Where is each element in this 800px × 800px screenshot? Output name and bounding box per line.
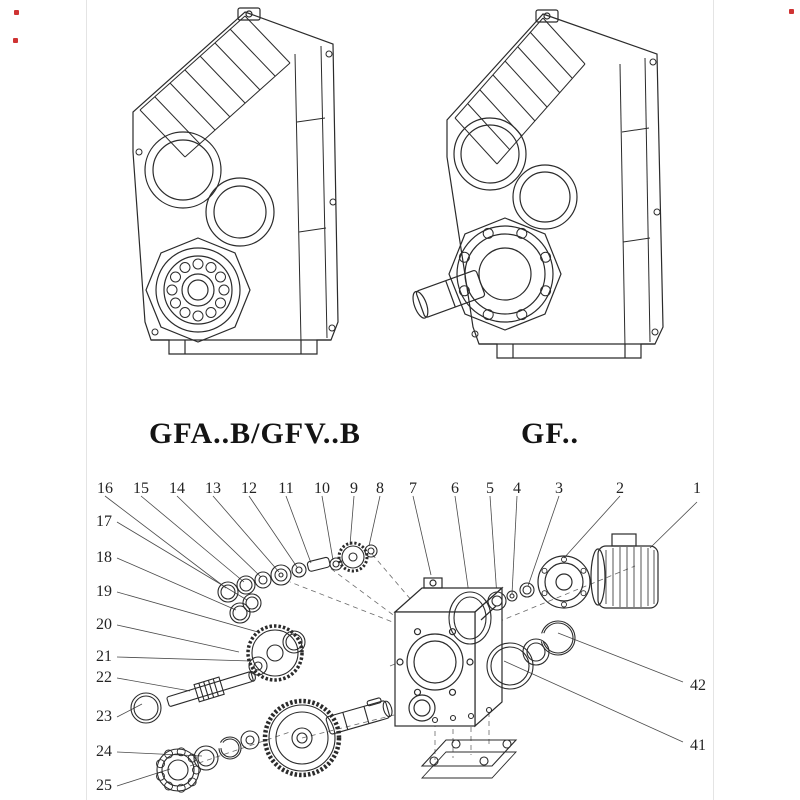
gearbox-housing — [393, 577, 504, 728]
model-label-gf: GF.. — [521, 417, 579, 450]
callout-24: 24 — [96, 743, 112, 760]
output-shaft — [412, 269, 486, 319]
photo-right-edge — [713, 0, 714, 800]
watermark-mark — [13, 38, 18, 43]
callout-42: 42 — [690, 677, 706, 694]
cover-plate — [420, 706, 518, 779]
gearbox-drawing-gf — [412, 9, 664, 359]
input-pinion-parts-row — [217, 541, 378, 624]
exploded-parts-drawing — [104, 495, 698, 793]
intermediate-gear-cluster — [246, 624, 306, 682]
side-panel-details — [135, 45, 337, 343]
output-gear — [262, 698, 342, 778]
output-shaft — [325, 697, 393, 735]
gearbox-body-outline — [132, 7, 339, 355]
callout-9: 9 — [350, 480, 358, 497]
callout-17: 17 — [96, 513, 112, 530]
gearbox-body-outline — [446, 9, 664, 359]
callout-2: 2 — [616, 480, 624, 497]
callout-23: 23 — [96, 708, 112, 725]
callout-16: 16 — [97, 480, 113, 497]
callout-5: 5 — [486, 480, 494, 497]
photo-left-edge — [86, 0, 87, 800]
callout-8: 8 — [376, 480, 384, 497]
callout-11: 11 — [278, 480, 294, 497]
pinion-shaft — [130, 670, 256, 724]
callout-13: 13 — [205, 480, 221, 497]
gasket-ring — [448, 591, 492, 645]
watermark-mark — [789, 9, 794, 14]
callout-41: 41 — [690, 737, 706, 754]
callout-leader-lines — [104, 495, 698, 787]
motor-assembly — [590, 533, 659, 609]
callout-3: 3 — [555, 480, 563, 497]
callout-7: 7 — [409, 480, 417, 497]
callout-4: 4 — [513, 480, 521, 497]
callout-10: 10 — [314, 480, 330, 497]
output-bearing-set — [156, 730, 260, 793]
ribbed-top-face — [139, 15, 291, 158]
callout-6: 6 — [451, 480, 459, 497]
callout-15: 15 — [133, 480, 149, 497]
callout-12: 12 — [241, 480, 257, 497]
ribbed-top-face — [454, 17, 586, 165]
side-panel-details — [471, 57, 661, 348]
callout-18: 18 — [96, 549, 112, 566]
input-flange-disc — [537, 555, 591, 609]
retaining-rings — [486, 620, 576, 690]
input-bore-covers — [144, 131, 275, 247]
watermark-mark — [14, 10, 19, 15]
model-label-gfab-gfv: GFA..B/GFV..B — [149, 417, 361, 450]
callout-25: 25 — [96, 777, 112, 794]
output-bearing-boss — [145, 237, 251, 343]
callout-1: 1 — [693, 480, 701, 497]
callout-19: 19 — [96, 583, 112, 600]
gearbox-drawing-gfab-gfv — [132, 7, 339, 355]
callout-22: 22 — [96, 669, 112, 686]
input-bore-covers — [453, 117, 578, 230]
input-shims — [487, 582, 535, 611]
callout-14: 14 — [169, 480, 185, 497]
callout-20: 20 — [96, 616, 112, 633]
callout-21: 21 — [96, 648, 112, 665]
